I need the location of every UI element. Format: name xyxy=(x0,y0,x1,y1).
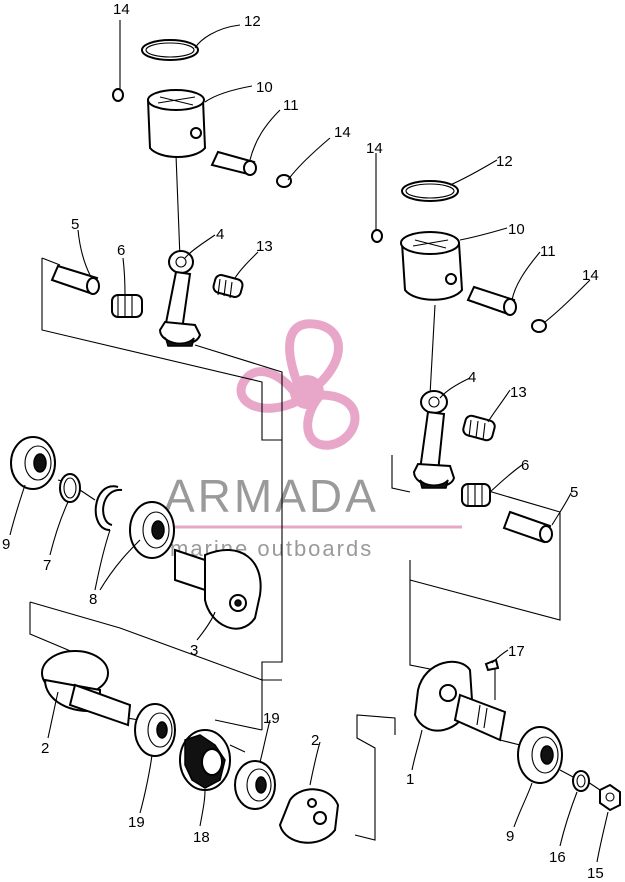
callout-9-right: 9 xyxy=(506,828,514,845)
snap-ring-8 xyxy=(94,485,123,531)
needle-bearing-left-6 xyxy=(111,294,143,318)
callout-14-right-a: 14 xyxy=(366,140,383,157)
callout-12-left: 12 xyxy=(244,13,261,30)
circlip-left-b xyxy=(276,174,292,188)
armada-logo: ARMADA marine outboards xyxy=(163,319,462,561)
callout-10-left: 10 xyxy=(256,79,273,96)
callout-5-right: 5 xyxy=(570,484,578,501)
callout-16: 16 xyxy=(549,849,566,866)
callout-2-left: 2 xyxy=(41,740,49,757)
connecting-rod-left xyxy=(158,250,202,347)
piston-right xyxy=(400,231,464,301)
callout-7: 7 xyxy=(43,557,51,574)
callout-14-right-b: 14 xyxy=(582,267,599,284)
callout-8: 8 xyxy=(89,591,97,608)
ball-bearing-left-9 xyxy=(10,436,56,490)
pin-left-5 xyxy=(50,264,100,295)
propeller-logo-icon xyxy=(236,319,360,450)
callout-11-left: 11 xyxy=(283,97,299,114)
circlip-right-b xyxy=(531,319,547,333)
needle-bearing-right-6 xyxy=(461,483,491,507)
circlip-left-a xyxy=(112,88,124,102)
callout-3: 3 xyxy=(190,642,198,659)
circlip-right-a xyxy=(371,229,383,243)
callout-10-right: 10 xyxy=(508,221,525,238)
callout-6-left: 6 xyxy=(117,242,125,259)
ball-bearing-left-8 xyxy=(129,501,175,559)
watermark-brand: ARMADA xyxy=(164,470,379,522)
callout-9-left: 9 xyxy=(2,536,10,553)
needle-bearing-left-small xyxy=(212,274,244,299)
callout-labels: 14 12 10 11 14 4 13 5 6 14 12 10 11 14 4… xyxy=(2,1,604,882)
callout-19-lower: 19 xyxy=(128,814,145,831)
needle-bearing-right-13 xyxy=(462,414,496,442)
crank-web-lower-2 xyxy=(278,788,340,844)
callout-14-top-left: 14 xyxy=(113,1,130,18)
callout-4-left: 4 xyxy=(216,226,224,243)
ball-bearing-19b xyxy=(234,760,276,810)
piston-ring-right xyxy=(401,180,459,202)
pin-right-5 xyxy=(502,510,553,544)
callout-14-left-b: 14 xyxy=(334,124,351,141)
callout-1: 1 xyxy=(406,771,414,788)
callout-19-upper: 19 xyxy=(263,710,280,727)
snap-ring-7 xyxy=(59,473,81,503)
nut-15 xyxy=(599,783,621,812)
gear-18 xyxy=(179,729,231,791)
woodruff-key-17 xyxy=(484,658,500,672)
crankshaft-upper-3 xyxy=(174,548,262,630)
callout-4-right: 4 xyxy=(468,369,476,386)
crankshaft-lower-left-2 xyxy=(41,650,132,727)
callout-12-right: 12 xyxy=(496,153,513,170)
piston-left xyxy=(146,89,207,158)
callout-2-right: 2 xyxy=(311,732,319,749)
ball-bearing-19a xyxy=(134,703,176,757)
callout-5-left: 5 xyxy=(71,216,79,233)
washer-16 xyxy=(572,770,590,792)
piston-ring-left xyxy=(141,39,199,61)
callout-13-right: 13 xyxy=(510,384,527,401)
ball-bearing-right-9 xyxy=(517,726,563,784)
callout-13-left: 13 xyxy=(256,238,273,255)
piston-pin-right xyxy=(466,285,517,316)
callout-15: 15 xyxy=(587,865,604,882)
callout-17: 17 xyxy=(508,643,525,660)
piston-pin-left xyxy=(210,150,257,176)
crankshaft-lower-right-1 xyxy=(413,660,507,742)
callout-6-right: 6 xyxy=(521,457,529,474)
callout-leaders xyxy=(9,20,609,863)
connecting-rod-right xyxy=(412,390,456,489)
callout-18: 18 xyxy=(193,829,210,846)
callout-11-right: 11 xyxy=(540,243,556,260)
watermark-tagline: marine outboards xyxy=(170,536,373,561)
